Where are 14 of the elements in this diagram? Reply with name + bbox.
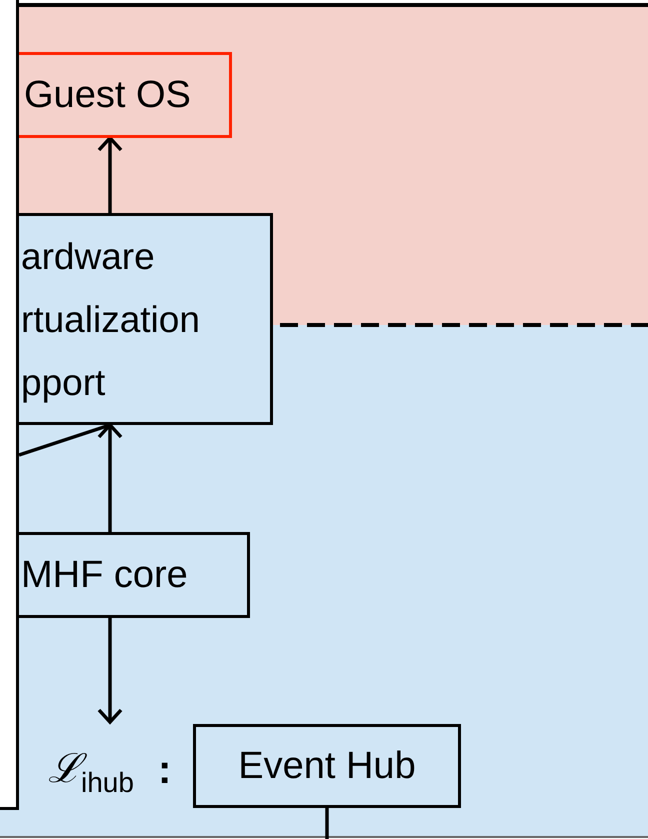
arrow bbox=[97, 423, 123, 532]
process-box bbox=[19, 532, 250, 618]
process-box bbox=[193, 724, 461, 808]
box-label: ardware rtualization pport bbox=[21, 234, 201, 405]
math-symbol: ℒ$_{ihub}$ bbox=[48, 745, 134, 800]
separator-label: : bbox=[158, 748, 172, 792]
side-panel bbox=[0, 0, 19, 810]
box-label: MHF core bbox=[21, 553, 188, 597]
box-label: Event Hub bbox=[238, 744, 416, 788]
process-box bbox=[19, 213, 273, 425]
box-label: Guest OS bbox=[24, 73, 191, 117]
connector-line bbox=[325, 808, 329, 839]
arrow bbox=[97, 618, 123, 724]
arrow bbox=[97, 136, 123, 213]
